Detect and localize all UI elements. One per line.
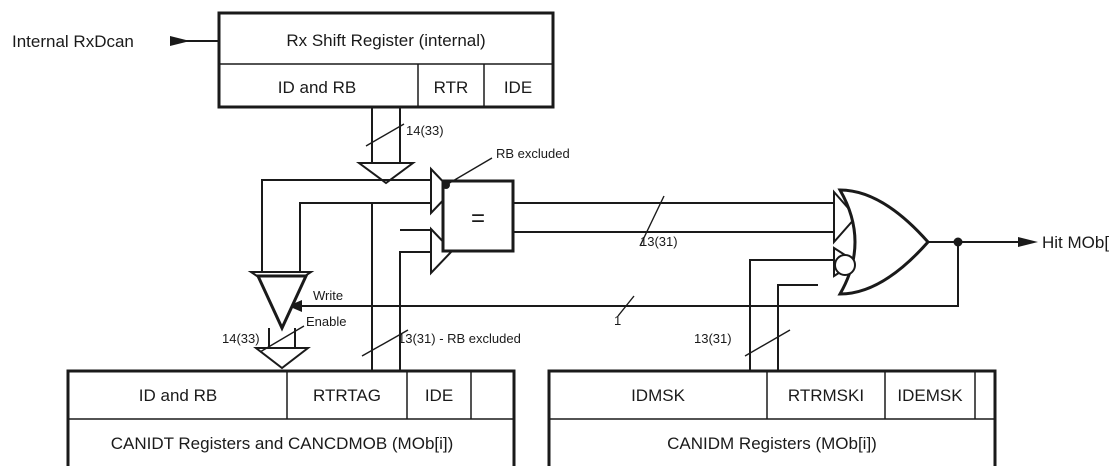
canidt-register-block: ID and RB RTRTAG IDE CANIDT Registers an…	[66, 369, 516, 466]
output-label: Hit MOb[i]	[1042, 233, 1109, 252]
buffer-write-label: Write	[313, 288, 343, 303]
bus-label-mask: 13(31)	[694, 331, 732, 346]
comparator-symbol: =	[471, 205, 485, 232]
shift-register-bus: 14(33)	[355, 107, 444, 185]
mask-bus: 13(31)	[694, 246, 858, 370]
bus-label-hit: 1	[614, 313, 621, 328]
canidt-field-rtrtag: RTRTAG	[313, 386, 381, 405]
rb-excluded-pointer: RB excluded	[442, 146, 570, 189]
input-label: Internal RxDcan	[12, 32, 134, 51]
bus-label-feedback: 13(31) - RB excluded	[398, 331, 521, 346]
canidm-field-rtrmski: RTRMSKI	[788, 386, 864, 405]
or-gate	[834, 188, 931, 296]
bus-label-compare-gate: 13(31)	[640, 234, 678, 249]
shift-register-title: Rx Shift Register (internal)	[286, 31, 485, 50]
shift-field-ide: IDE	[504, 78, 532, 97]
input-arrow	[170, 36, 219, 46]
buffer-enable-label: Enable	[306, 314, 346, 329]
bus-label-write: 14(33)	[222, 331, 260, 346]
shift-field-id-rb: ID and RB	[278, 78, 356, 97]
write-bus: 14(33)	[222, 325, 311, 370]
comparator: =	[441, 179, 515, 253]
rb-excluded-label: RB excluded	[496, 146, 570, 161]
canidt-title: CANIDT Registers and CANCDMOB (MOb[i])	[111, 434, 454, 453]
shift-field-rtr: RTR	[434, 78, 469, 97]
rx-shift-register: Rx Shift Register (internal) ID and RB R…	[217, 11, 555, 109]
output-line	[928, 237, 1038, 247]
canidm-title: CANIDM Registers (MOb[i])	[667, 434, 877, 453]
canidm-register-block: IDMSK RTRMSKI IDEMSK CANIDM Registers (M…	[547, 369, 997, 466]
bus-label-shift: 14(33)	[406, 123, 444, 138]
write-buffer: Write Enable	[255, 274, 346, 332]
canidm-field-idemsk: IDEMSK	[897, 386, 963, 405]
compare-to-gate-bus: 13(31)	[513, 189, 858, 249]
canidm-field-idmsk: IDMSK	[631, 386, 686, 405]
hit-feedback: 1	[288, 242, 959, 328]
canidt-field-id-rb: ID and RB	[139, 386, 217, 405]
canidt-field-ide: IDE	[425, 386, 453, 405]
